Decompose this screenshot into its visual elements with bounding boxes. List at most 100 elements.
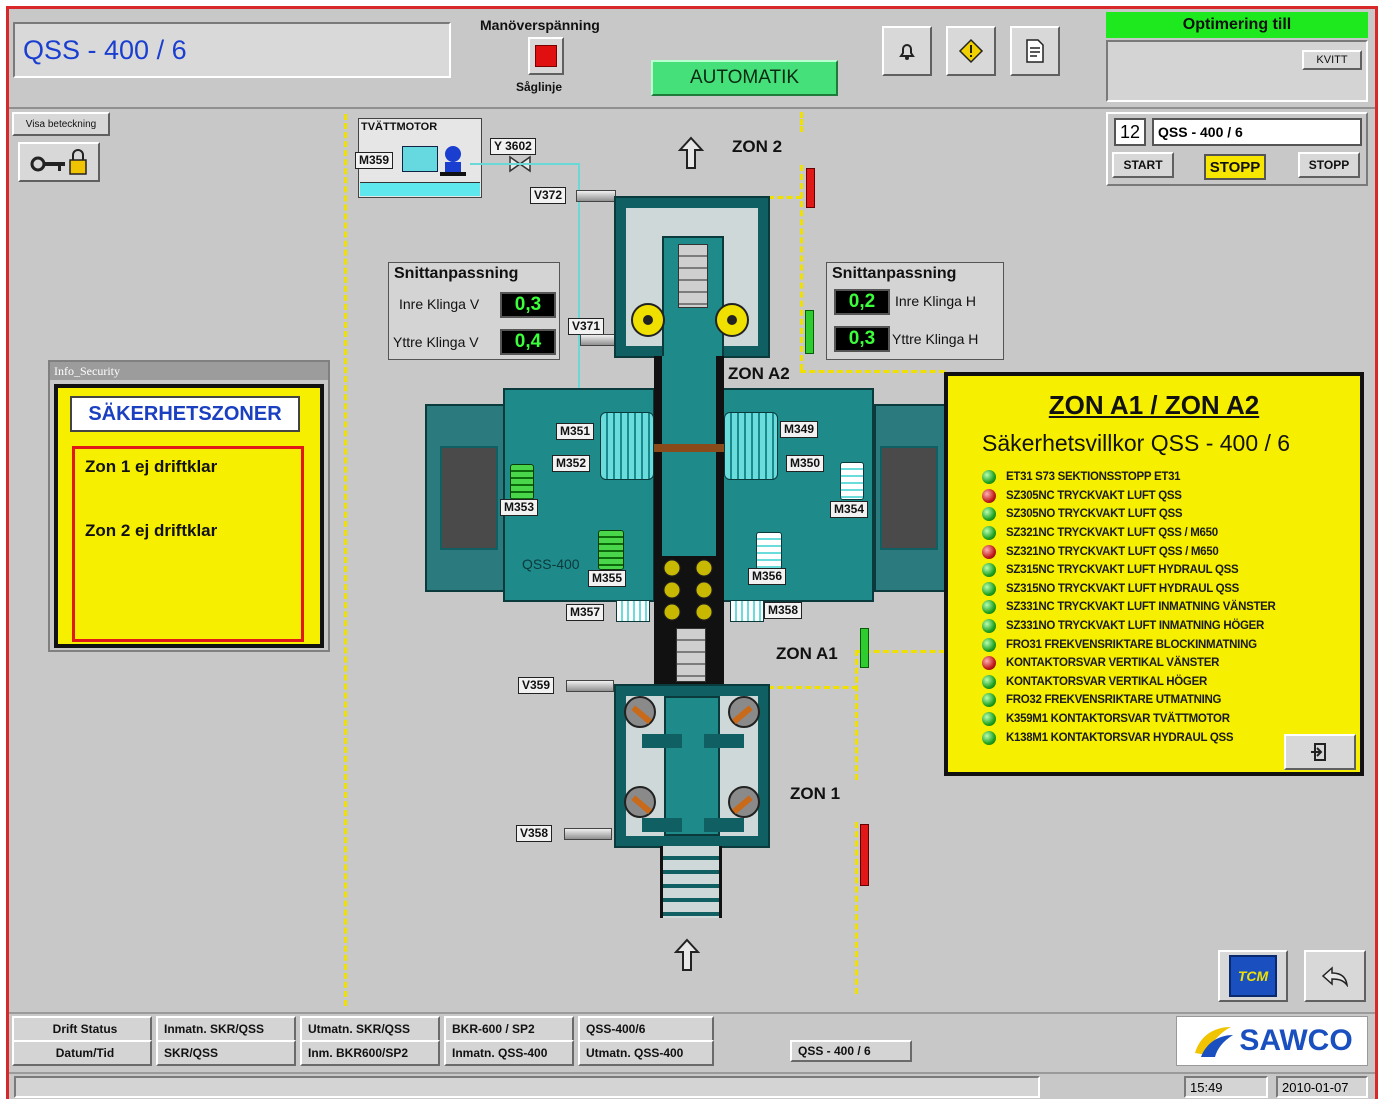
condition-item: SZ305NO TRYCKVAKT LUFT QSS bbox=[982, 505, 1276, 524]
saw-right-drum bbox=[724, 412, 778, 480]
title-field: QSS - 400 / 6 bbox=[13, 22, 451, 78]
tag-m349: M349 bbox=[780, 421, 819, 438]
conditions-subtitle: Säkerhetsvillkor QSS - 400 / 6 bbox=[982, 430, 1291, 456]
motor-m355 bbox=[598, 530, 624, 570]
saw-center-inner bbox=[662, 356, 716, 556]
zone-boundary-a2-h bbox=[800, 370, 945, 373]
tag-v359: V359 bbox=[518, 677, 555, 694]
start-button[interactable]: START bbox=[1112, 152, 1174, 178]
back-button[interactable] bbox=[1304, 950, 1366, 1002]
tag-m354: M354 bbox=[830, 501, 869, 518]
nav-button[interactable]: Inmatn. SKR/QSS bbox=[156, 1016, 296, 1042]
key-lock-icon bbox=[30, 149, 87, 175]
condition-text: FRO31 FREKVENSRIKTARE BLOCKINMATNING bbox=[1006, 638, 1257, 651]
nav-button[interactable]: Utmatn. QSS-400 bbox=[578, 1040, 714, 1066]
snitt-right-inre-value[interactable]: 0,2 bbox=[834, 289, 890, 315]
condition-item: ET31 S73 SEKTIONSSTOPP ET31 bbox=[982, 468, 1276, 487]
condition-item: SZ321NC TRYCKVAKT LUFT QSS / M650 bbox=[982, 524, 1276, 543]
nav-button[interactable]: Datum/Tid bbox=[12, 1040, 152, 1066]
zona2-green-light bbox=[805, 310, 814, 354]
tag-m359: M359 bbox=[355, 152, 394, 169]
pump-icon bbox=[440, 146, 466, 176]
snitt-left-yttre-value[interactable]: 0,4 bbox=[500, 329, 556, 355]
condition-text: SZ321NO TRYCKVAKT LUFT QSS / M650 bbox=[1006, 545, 1219, 558]
status-fault-led-icon bbox=[982, 488, 996, 503]
saglinje-button[interactable] bbox=[528, 37, 564, 75]
status-ok-led-icon bbox=[982, 637, 996, 652]
kvitt-button[interactable]: KVITT bbox=[1302, 50, 1362, 70]
lower-channel bbox=[664, 696, 720, 836]
nav-button[interactable]: Drift Status bbox=[12, 1016, 152, 1042]
saglinje-label: Såglinje bbox=[516, 80, 563, 94]
zone2-status: Zon 2 ej driftklar bbox=[85, 521, 218, 540]
machine-label: QSS-400 bbox=[522, 556, 580, 572]
status-ok-led-icon bbox=[982, 712, 996, 727]
condition-item: SZ331NO TRYCKVAKT LUFT INMATNING HÖGER bbox=[982, 617, 1276, 636]
alarm-bell-button[interactable] bbox=[882, 26, 932, 76]
safety-zones-heading: SÄKERHETSZONER bbox=[70, 396, 300, 432]
status-message-field bbox=[14, 1076, 1040, 1098]
status-ok-led-icon bbox=[982, 619, 996, 634]
zona1-label: ZON A1 bbox=[776, 644, 838, 663]
warning-button[interactable] bbox=[946, 26, 996, 76]
nav-button[interactable]: BKR-600 / SP2 bbox=[444, 1016, 574, 1042]
snitt-right-yttre-label: Yttre Klinga H bbox=[892, 331, 979, 347]
nav-button[interactable]: Inmatn. QSS-400 bbox=[444, 1040, 574, 1066]
status-ok-led-icon bbox=[982, 693, 996, 708]
stopp-button[interactable]: STOPP bbox=[1298, 152, 1360, 178]
status-date: 2010-01-07 bbox=[1276, 1076, 1368, 1098]
mode-indicator: AUTOMATIK bbox=[651, 60, 838, 96]
cylinder-v358 bbox=[564, 828, 612, 840]
cylinder-v359 bbox=[566, 680, 614, 692]
stopp-active-button[interactable]: STOPP bbox=[1204, 154, 1266, 180]
snitt-left-inre-value[interactable]: 0,3 bbox=[500, 292, 556, 318]
nav-button[interactable]: Utmatn. SKR/QSS bbox=[300, 1016, 440, 1042]
optimering-indicator: Optimering till bbox=[1106, 12, 1368, 38]
snitt-right-yttre-value[interactable]: 0,3 bbox=[834, 326, 890, 352]
nav-button[interactable]: SKR/QSS bbox=[156, 1040, 296, 1066]
zone-boundary-zon2-h bbox=[768, 196, 802, 199]
status-time: 15:49 bbox=[1184, 1076, 1268, 1098]
optimering-label: Optimering till bbox=[1182, 16, 1292, 33]
nav-button[interactable]: QSS-400/6 bbox=[578, 1016, 714, 1042]
snitt-right-title: Snittanpassning bbox=[832, 265, 957, 282]
condition-item: KONTAKTORSVAR VERTIKAL HÖGER bbox=[982, 673, 1276, 692]
document-button[interactable] bbox=[1010, 26, 1060, 76]
page-title: QSS - 400 / 6 bbox=[23, 34, 187, 65]
zone-boundary-left bbox=[344, 114, 347, 1006]
snitt-left-inre-label: Inre Klinga V bbox=[399, 296, 480, 312]
condition-text: ET31 S73 SEKTIONSSTOPP ET31 bbox=[1006, 471, 1181, 484]
condition-text: KONTAKTORSVAR VERTIKAL HÖGER bbox=[1006, 675, 1207, 688]
condition-item: SZ315NC TRYCKVAKT LUFT HYDRAUL QSS bbox=[982, 561, 1276, 580]
condition-text: K359M1 KONTAKTORSVAR TVÄTTMOTOR bbox=[1006, 713, 1230, 726]
flow-up-arrow-bottom bbox=[674, 938, 700, 971]
exit-door-button[interactable] bbox=[1284, 734, 1356, 770]
tcm-button[interactable]: TCM bbox=[1218, 950, 1288, 1002]
zon1-label: ZON 1 bbox=[790, 784, 841, 803]
tag-m355: M355 bbox=[588, 570, 627, 587]
condition-text: SZ331NO TRYCKVAKT LUFT INMATNING HÖGER bbox=[1006, 620, 1265, 633]
login-button[interactable] bbox=[18, 142, 100, 182]
exit-door-icon bbox=[1311, 743, 1326, 761]
document-icon bbox=[1026, 39, 1044, 63]
tvatt-tank bbox=[360, 182, 480, 196]
condition-item: K359M1 KONTAKTORSVAR TVÄTTMOTOR bbox=[982, 710, 1276, 729]
nav-button[interactable]: Inm. BKR600/SP2 bbox=[300, 1040, 440, 1066]
sawco-text: SAWCO bbox=[1239, 1024, 1353, 1057]
snitt-left-yttre-label: Yttre Klinga V bbox=[393, 334, 479, 350]
bell-icon bbox=[899, 44, 915, 60]
tag-m357: M357 bbox=[566, 604, 605, 621]
conditions-title: ZON A1 / ZON A2 bbox=[1048, 390, 1260, 420]
zone-boundary-zon1 bbox=[855, 822, 858, 994]
condition-text: SZ315NC TRYCKVAKT LUFT HYDRAUL QSS bbox=[1006, 564, 1239, 577]
condition-text: K138M1 KONTAKTORSVAR HYDRAUL QSS bbox=[1006, 731, 1234, 744]
zone-boundary-a1-h bbox=[855, 650, 945, 653]
tag-m356: M356 bbox=[748, 568, 787, 585]
cylinder-v372 bbox=[576, 190, 616, 202]
tag-m350: M350 bbox=[786, 455, 825, 472]
tag-v372: V372 bbox=[530, 187, 567, 204]
visa-beteckning-button[interactable]: Visa beteckning bbox=[12, 112, 110, 136]
tvattmotor-label: TVÄTTMOTOR bbox=[361, 121, 438, 133]
water-pipe-v bbox=[578, 163, 580, 393]
